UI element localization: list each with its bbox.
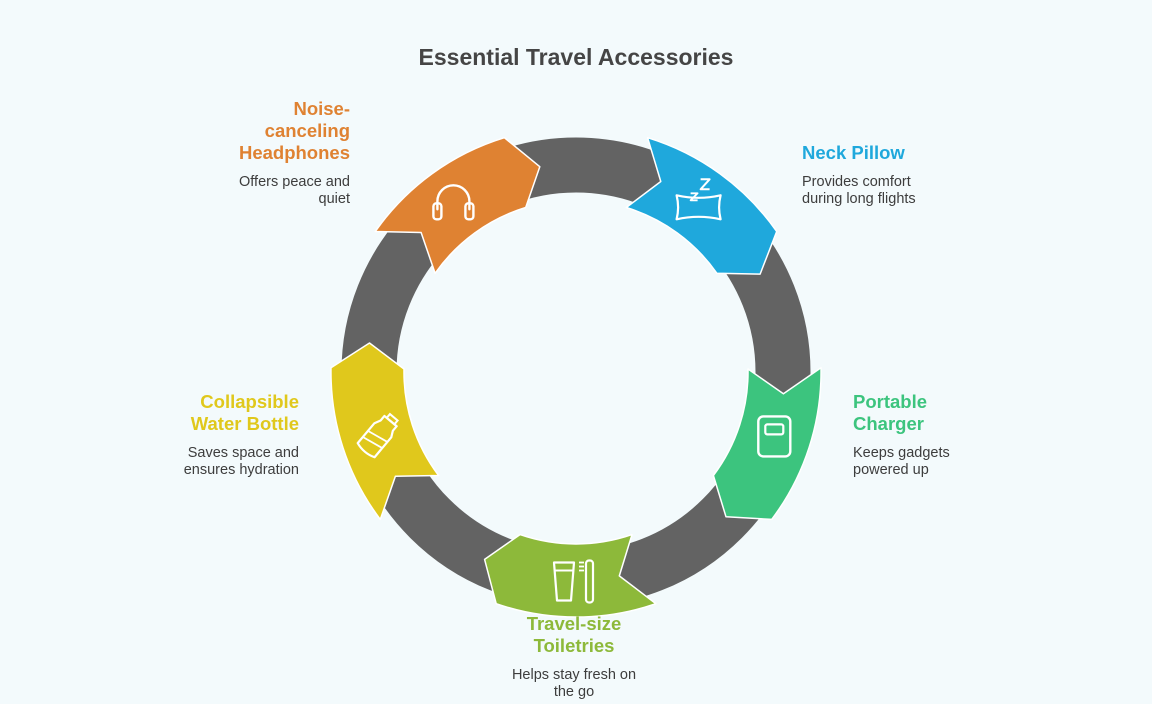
- headphones-label: Noise- canceling Headphones: [238, 98, 350, 163]
- headphones-segment: [374, 136, 541, 275]
- water-bottle-description: Saves space and ensures hydration: [183, 445, 299, 478]
- neck-pillow-label: Neck Pillow: [802, 142, 905, 163]
- toiletries-label: Travel-size Toiletries: [526, 613, 622, 656]
- headphones-description: Offers peace and quiet: [239, 174, 350, 207]
- headphones-icon: [432, 184, 475, 221]
- neck-pillow-description: Provides comfort during long flights: [802, 174, 916, 207]
- portable-charger-description: Keeps gadgets powered up: [853, 445, 950, 478]
- water-bottle-label: Collapsible Water Bottle: [190, 391, 299, 434]
- toiletries-segment: [483, 533, 657, 618]
- neck-pillow-segment: [625, 136, 778, 275]
- toiletries-description: Helps stay fresh on the go: [511, 667, 637, 700]
- portable-charger-segment: [712, 366, 822, 521]
- portable-charger-label: Portable Charger: [853, 391, 928, 434]
- toiletries-icon: [552, 559, 595, 604]
- diagram-title: Essential Travel Accessories: [418, 44, 734, 70]
- portable-charger-icon: [757, 415, 792, 458]
- water-bottle-segment: [330, 342, 440, 521]
- water-bottle-icon: [356, 412, 400, 459]
- neck-pillow-icon: [675, 178, 722, 221]
